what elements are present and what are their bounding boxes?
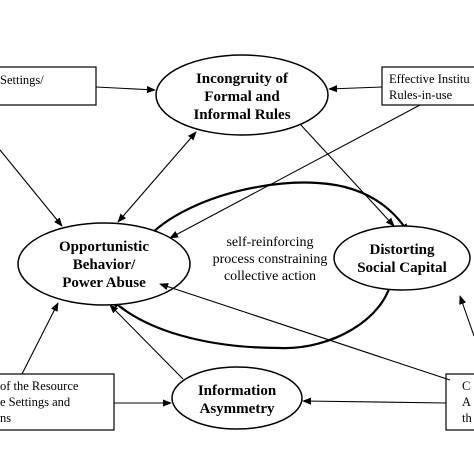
- loop-lower-arc: [111, 277, 394, 350]
- box-bottom-left: [0, 373, 115, 431]
- node-distorting: [333, 225, 471, 291]
- incongruity-line-2: Formal and: [204, 89, 280, 105]
- arrow-bottomright-to-information: [302, 397, 447, 405]
- incongruity-line-1: Incongruity of: [196, 71, 289, 87]
- arrow-incongruity-opportunistic: [117, 131, 197, 223]
- arrow-topright-to-opportunistic: [169, 104, 421, 239]
- box-bottom-right-line-1: C: [462, 379, 470, 393]
- box-top-left: [0, 66, 97, 106]
- distorting-line-1: Distorting: [370, 242, 435, 258]
- box-top-left-line-1: Settings/: [0, 73, 44, 87]
- box-bottom-right-line-2: A: [462, 395, 471, 409]
- distorting-line-2: Social Capital: [357, 260, 447, 276]
- box-bottom-left-line-3: ns: [0, 411, 11, 425]
- opportunistic-line-1: Opportunistic: [59, 239, 149, 255]
- center-line-3: collective action: [224, 269, 316, 284]
- node-opportunistic: [17, 222, 191, 306]
- arrow-bottomright-to-opportunistic: [159, 283, 451, 381]
- center-line-1: self-reinforcing: [226, 235, 313, 250]
- box-bottom-left-line-2: e Settings and: [0, 395, 71, 409]
- arrow-information-to-opportunistic: [109, 304, 184, 380]
- box-bottom-left-line-1: of the Resource: [0, 379, 79, 393]
- box-top-right-line-2: Rules-in-use: [389, 88, 453, 102]
- box-top-right: [381, 66, 474, 106]
- box-top-right-line-1: Effective Institu: [389, 72, 470, 86]
- opportunistic-line-2: Behavior/: [73, 257, 136, 273]
- node-incongruity: [155, 54, 329, 136]
- arrow-topright-to-incongruity: [328, 85, 383, 93]
- arrow-bottomleft-to-opportunistic: [21, 302, 59, 375]
- information-line-1: Information: [198, 383, 277, 399]
- arrow-leftedge-to-opportunistic: [0, 149, 63, 227]
- box-bottom-right-line-3: th: [462, 411, 472, 425]
- node-information: [171, 366, 303, 430]
- arrow-topleft-to-incongruity: [95, 85, 156, 94]
- information-line-2: Asymmetry: [200, 401, 275, 417]
- incongruity-line-3: Informal Rules: [193, 107, 290, 123]
- opportunistic-line-3: Power Abuse: [62, 275, 146, 291]
- box-bottom-right: [445, 373, 474, 431]
- center-line-2: process constraining: [213, 252, 328, 267]
- arrow-rightedge-to-distorting: [459, 295, 474, 337]
- arrow-incongruity-to-distorting: [299, 123, 395, 227]
